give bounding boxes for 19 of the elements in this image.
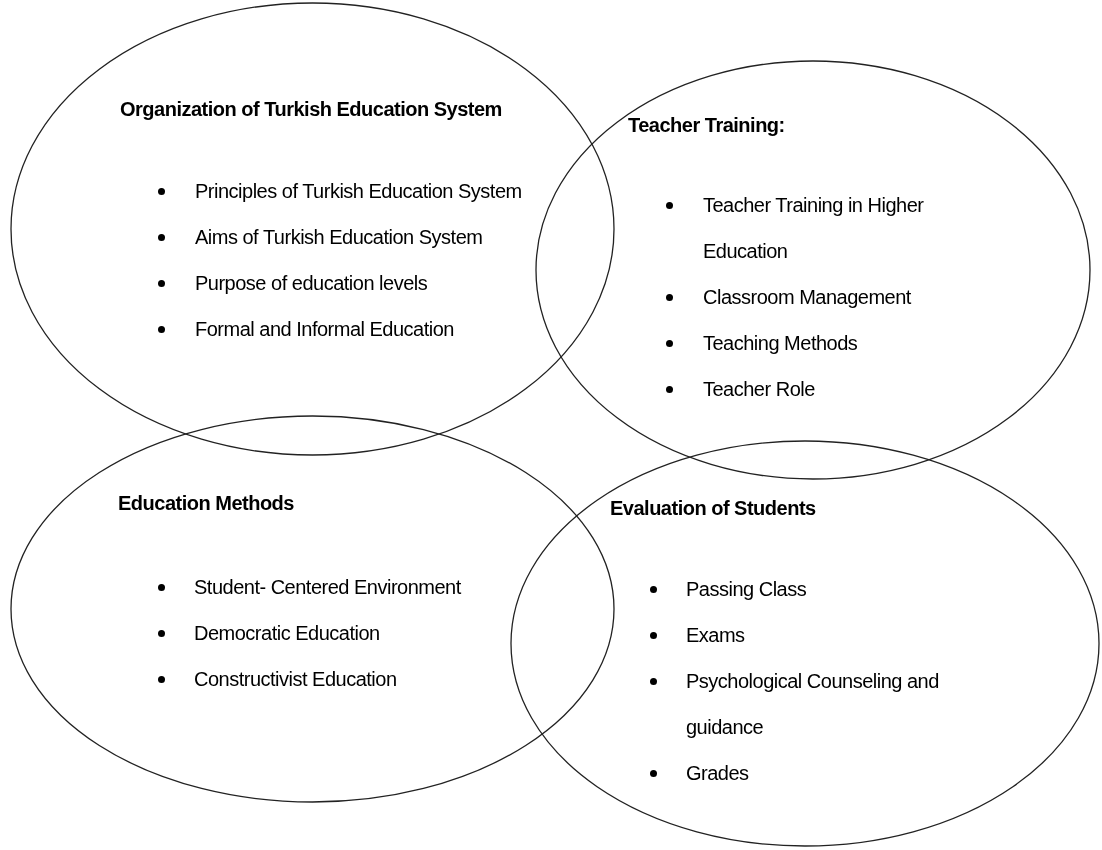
section-heading: Organization of Turkish Education System xyxy=(120,97,502,122)
list-item-text: Formal and Informal Education xyxy=(195,317,454,342)
list-item-text: Teacher Role xyxy=(703,377,815,402)
section-heading: Evaluation of Students xyxy=(610,496,816,521)
section-heading: Education Methods xyxy=(118,491,294,516)
list-item-text: Exams xyxy=(686,623,745,648)
list-item-text: Teaching Methods xyxy=(703,331,858,356)
list-item-text: Grades xyxy=(686,761,749,786)
list-item-text: Democratic Education xyxy=(194,621,380,646)
list-item-text: Student- Centered Environment xyxy=(194,575,461,600)
list-item-text: Purpose of education levels xyxy=(195,271,428,296)
list-item-text: Aims of Turkish Education System xyxy=(195,225,483,250)
list-item-text: Teacher Training in Higher Education xyxy=(703,193,925,264)
section-heading: Teacher Training: xyxy=(628,113,785,138)
list-item-text: Passing Class xyxy=(686,577,807,602)
list-item-text: Constructivist Education xyxy=(194,667,397,692)
list-item-text: Classroom Management xyxy=(703,285,911,310)
list-item-text: Principles of Turkish Education System xyxy=(195,179,522,204)
list-item-text: Psychological Counseling and guidance xyxy=(686,669,940,740)
